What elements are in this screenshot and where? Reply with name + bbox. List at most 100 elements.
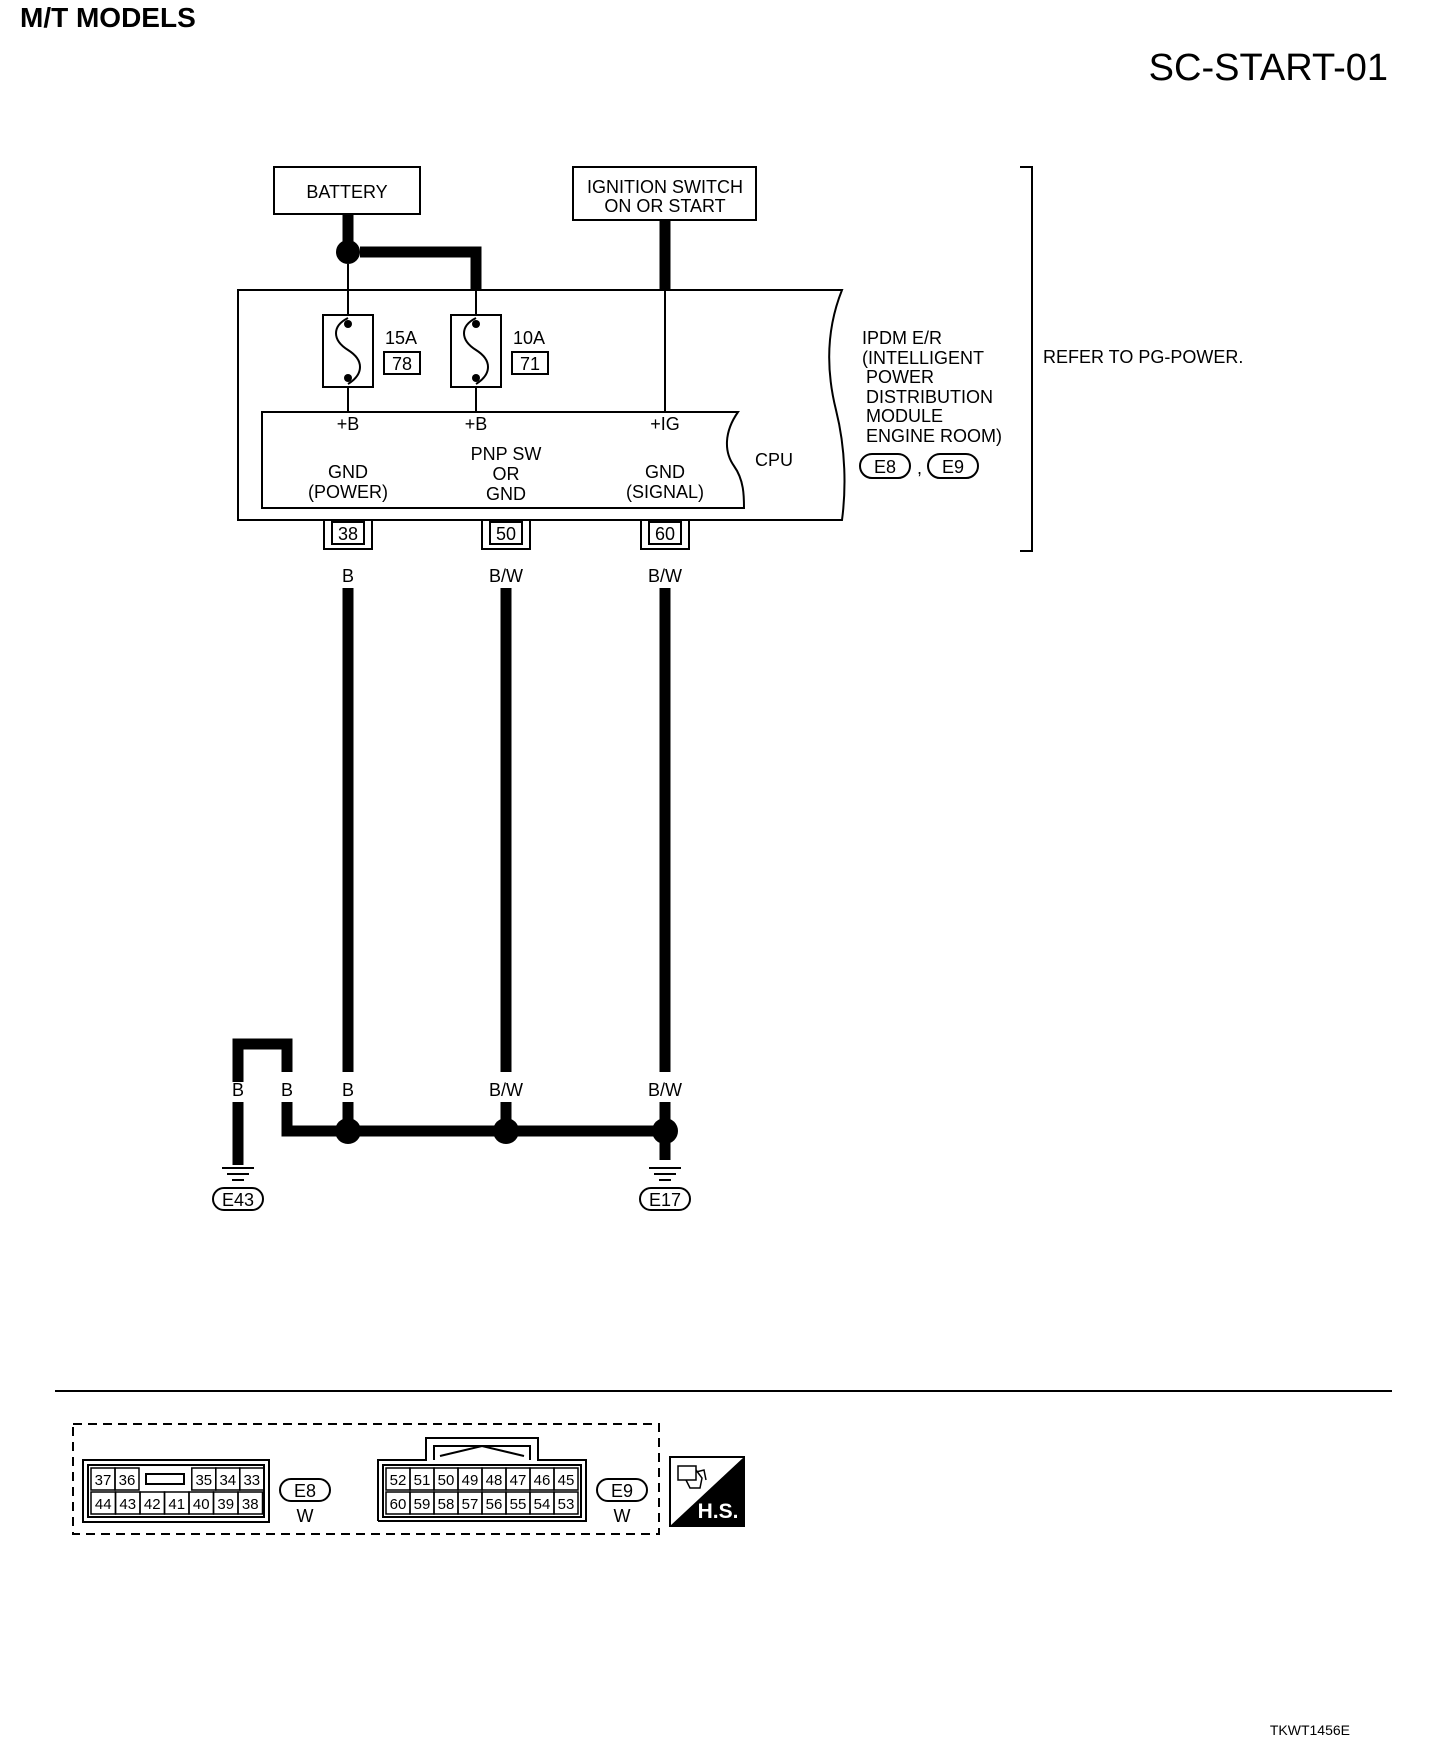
pin-number: 56	[486, 1496, 503, 1513]
pin-cell: 38	[237, 1491, 264, 1515]
pin-cell: 35	[191, 1467, 217, 1491]
pin-cell: 49	[457, 1467, 483, 1491]
ipdm-connector-e9-label: E9	[942, 457, 964, 477]
pin-cell: 46	[529, 1467, 555, 1491]
connector-e9-id: E9 W	[596, 1478, 648, 1526]
ipdm-line-5: MODULE	[866, 406, 943, 426]
terminal-38: 38	[323, 520, 373, 550]
pin-cell: 45	[553, 1467, 579, 1491]
cpu-label: CPU	[755, 450, 793, 470]
ipdm-line-2: (INTELLIGENT	[862, 348, 984, 368]
cpu-output-1-line2: (POWER)	[308, 482, 388, 502]
pin-number: 36	[119, 1472, 136, 1489]
wire-color-50: B/W	[489, 566, 523, 586]
ipdm-line-1: IPDM E/R	[862, 328, 942, 348]
terminal-50: 50	[481, 520, 531, 550]
pin-cell: 47	[505, 1467, 531, 1491]
pin-number: 52	[390, 1472, 407, 1489]
battery-label: BATTERY	[306, 182, 387, 202]
cpu-block-outline	[261, 411, 746, 509]
pin-cell: 43	[114, 1491, 141, 1515]
connector-views-frame	[72, 1423, 660, 1535]
pin-cell: 53	[553, 1491, 579, 1515]
pin-number: 47	[510, 1472, 527, 1489]
terminal-60: 60	[640, 520, 690, 550]
ipdm-label: IPDM E/R (INTELLIGENT POWER DISTRIBUTION…	[862, 328, 1002, 446]
page-title: M/T MODELS	[20, 2, 196, 33]
pin-cell: 59	[409, 1491, 435, 1515]
cpu-output-2-line3: GND	[486, 484, 526, 504]
ipdm-connector-e8-label: E8	[874, 457, 896, 477]
connector-hand-icon	[677, 1465, 707, 1489]
wire-color-bottom-3: B	[342, 1080, 354, 1100]
wire-color-38: B	[342, 566, 354, 586]
ipdm-connector-e9: E9	[927, 453, 979, 479]
pin-number: 51	[414, 1472, 431, 1489]
pin-number: 57	[462, 1496, 479, 1513]
splice-dot-3	[652, 1118, 678, 1144]
wire-color-60: B/W	[648, 566, 682, 586]
connector-e8-name: E8	[294, 1481, 316, 1501]
connector-e8-key	[145, 1473, 185, 1485]
wire-color-bottom-2: B	[281, 1080, 293, 1100]
pin-number: 46	[534, 1472, 551, 1489]
pin-number: 50	[438, 1472, 455, 1489]
pin-cell: 50	[433, 1467, 459, 1491]
cpu-input-2: +B	[465, 414, 488, 434]
pin-cell: 40	[188, 1491, 215, 1515]
fuse-10a-number: 71	[520, 354, 540, 374]
pin-cell: 55	[505, 1491, 531, 1515]
splice-dot-2	[493, 1118, 519, 1144]
pin-number: 42	[144, 1496, 161, 1513]
terminal-50-label: 50	[496, 524, 516, 544]
fuse-15a: 15A 78	[322, 314, 421, 388]
splice-dot-1	[335, 1118, 361, 1144]
pin-cell: 39	[212, 1491, 239, 1515]
pin-cell: 36	[114, 1467, 140, 1491]
pin-number: 54	[534, 1496, 551, 1513]
pin-cell: 33	[239, 1467, 265, 1491]
pin-number: 40	[193, 1496, 210, 1513]
pin-cell: 52	[385, 1467, 411, 1491]
pin-number: 58	[438, 1496, 455, 1513]
ignition-label-line2: ON OR START	[604, 196, 725, 216]
cpu-input-1: +B	[337, 414, 360, 434]
terminal-38-label: 38	[338, 524, 358, 544]
wire-color-bottom-5: B/W	[648, 1080, 682, 1100]
pin-number: 55	[510, 1496, 527, 1513]
connector-e8-id: E8 W	[279, 1478, 331, 1526]
refer-text: REFER TO PG-POWER.	[1043, 347, 1243, 367]
pin-number: 38	[242, 1496, 259, 1513]
ignition-label-line1: IGNITION SWITCH	[587, 177, 743, 197]
cpu-output-2-line1: PNP SW	[471, 444, 542, 464]
pin-cell: 57	[457, 1491, 483, 1515]
pin-cell: 41	[163, 1491, 190, 1515]
ground-e43-label: E43	[222, 1190, 254, 1210]
wire-color-bottom-4: B/W	[489, 1080, 523, 1100]
ground-symbol-e43: E43	[212, 1167, 264, 1211]
pin-cell: 58	[433, 1491, 459, 1515]
pin-cell: 54	[529, 1491, 555, 1515]
terminal-60-label: 60	[655, 524, 675, 544]
connector-e8-color: W	[297, 1506, 314, 1526]
pin-cell: 48	[481, 1467, 507, 1491]
pin-number: 33	[243, 1472, 260, 1489]
ground-e17-label: E17	[649, 1190, 681, 1210]
battery-box: BATTERY	[273, 166, 421, 215]
pin-cell: 42	[139, 1491, 166, 1515]
pin-cell: 51	[409, 1467, 435, 1491]
cpu-output-3-line2: (SIGNAL)	[626, 482, 704, 502]
svg-text:,: ,	[917, 458, 922, 478]
cpu-output-2-line2: OR	[493, 464, 520, 484]
connector-e9-name: E9	[611, 1481, 633, 1501]
battery-splice-dot	[336, 240, 360, 264]
pin-number: 35	[195, 1472, 212, 1489]
ipdm-module-outline	[237, 289, 846, 521]
wire-color-bottom-1: B	[232, 1080, 244, 1100]
fuse-15a-amps: 15A	[385, 328, 417, 348]
